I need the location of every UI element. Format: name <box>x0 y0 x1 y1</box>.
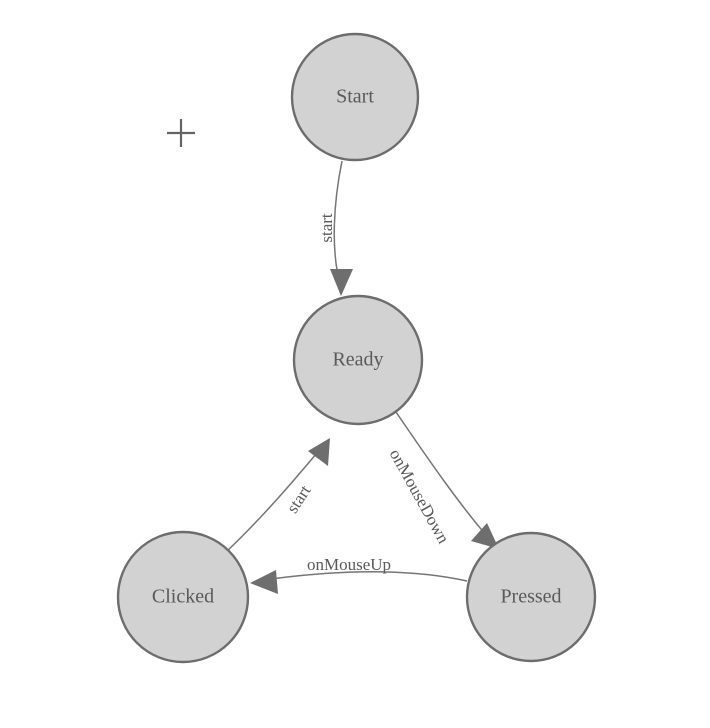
node-pressed[interactable]: Pressed <box>465 531 597 663</box>
node-shape[interactable] <box>292 294 424 426</box>
edge-start-to-ready[interactable]: start <box>317 160 353 296</box>
node-shape[interactable] <box>116 530 250 664</box>
node-label: Pressed <box>500 586 561 608</box>
edge-label: onMouseUp <box>307 555 391 574</box>
node-label: Ready <box>332 349 383 371</box>
edge-line <box>225 446 323 553</box>
node-start[interactable]: Start <box>290 32 420 162</box>
node-layer: Start Ready Clicked Pressed <box>116 32 597 664</box>
node-ready[interactable]: Ready <box>292 294 424 426</box>
node-shape[interactable] <box>290 32 420 162</box>
node-label: Clicked <box>152 586 214 608</box>
node-label: Start <box>336 86 374 108</box>
arrowhead-icon <box>250 570 278 594</box>
edge-label: onMouseDown <box>386 446 454 547</box>
crosshair-marker[interactable] <box>167 119 195 147</box>
arrowhead-icon <box>330 269 353 296</box>
node-shape[interactable] <box>465 531 597 663</box>
edge-label: start <box>317 213 336 243</box>
arrowhead-icon <box>308 438 330 466</box>
edge-ready-to-pressed[interactable]: onMouseDown <box>386 411 499 549</box>
arrowhead-icon <box>471 523 499 549</box>
edge-line <box>263 571 468 582</box>
edge-pressed-to-clicked[interactable]: onMouseUp <box>250 555 468 594</box>
node-clicked[interactable]: Clicked <box>116 530 250 664</box>
edge-clicked-to-ready[interactable]: start <box>225 438 330 553</box>
